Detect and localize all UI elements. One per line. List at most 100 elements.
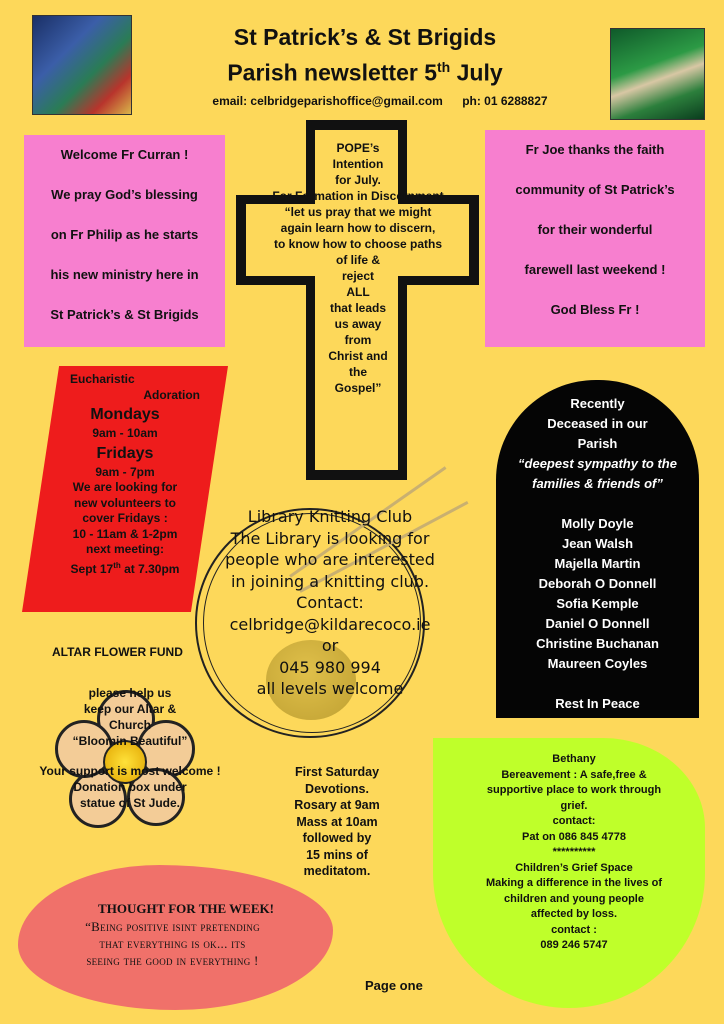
deceased-heading: Parish — [577, 436, 618, 451]
thought-panel — [18, 865, 333, 1010]
thanks-line: farewell last weekend ! — [524, 262, 666, 277]
deceased-panel: Recently Deceased in our Parish “deepest… — [496, 380, 699, 718]
pope-line: Gospel” — [334, 381, 382, 395]
knitting-club-text: Library Knitting Club The Library is loo… — [200, 506, 460, 700]
bethany-line: Children’s Grief Space — [515, 861, 633, 874]
email-text: email: celbridgeparishoffice@gmail.com — [212, 94, 443, 108]
support-line: Your support is most welcome ! — [39, 764, 221, 778]
welcome-line: We pray God’s blessing — [51, 187, 198, 202]
adoration-day: Mondays — [90, 406, 160, 423]
adoration-line: next meeting: — [85, 542, 164, 556]
adoration-line: new volunteers to — [73, 495, 177, 510]
pope-line: again learn how to discern, — [280, 221, 436, 235]
quote-line: seeing the good in everything ! — [86, 953, 259, 968]
pope-line: “let us pray that we might — [284, 205, 432, 219]
adoration-time: 9am - 7pm — [95, 464, 155, 479]
deceased-heading: Recently — [570, 396, 625, 411]
yarn-ball-icon — [266, 640, 356, 720]
flower-fund-text: please help us keep our Altar & Church “… — [20, 685, 240, 811]
pope-line: from — [344, 333, 372, 347]
rest-in-peace: Rest In Peace — [555, 696, 640, 711]
deceased-name: Molly Doyle — [561, 516, 634, 531]
flower-line: “Bloomin Beautiful” — [72, 734, 188, 748]
bethany-panel — [433, 738, 705, 1008]
pope-line: us away — [334, 317, 382, 331]
knitting-line: or — [321, 636, 339, 655]
saturday-line: Mass at 10am — [296, 814, 378, 829]
cross-inner — [315, 130, 398, 470]
thanks-line: Fr Joe thanks the faith — [525, 142, 665, 157]
adoration-line: 10 - 11am & 1-2pm — [72, 526, 178, 541]
pope-line: For Formation in Discernment — [272, 189, 444, 203]
pope-line: that leads — [329, 301, 386, 315]
title-line-2: Parish newsletter 5th July — [227, 59, 503, 86]
bethany-line: Making a difference in the lives of — [485, 877, 663, 889]
first-saturday-text: First Saturday Devotions. Rosary at 9am … — [282, 764, 392, 880]
pope-line: of life & — [336, 253, 380, 267]
adoration-line: cover Fridays : — [82, 511, 168, 525]
deceased-name: Jean Walsh — [561, 536, 634, 551]
contact-line: email: celbridgeparishoffice@gmail.com p… — [170, 94, 590, 108]
adoration-panel — [22, 366, 228, 612]
saturday-line: followed by — [302, 831, 372, 845]
thanks-line: for their wonderful — [537, 222, 653, 237]
sympathy-line: “deepest sympathy to the — [518, 456, 677, 471]
adoration-line: Adoration — [143, 387, 200, 402]
adoration-line: Eucharistic — [70, 372, 135, 386]
pope-line: Intention — [332, 157, 384, 171]
quote-line: that everything is ok... its — [99, 936, 246, 951]
thought-title: THOUGHT FOR THE WEEK! — [98, 901, 274, 916]
bethany-line: Bethany — [552, 753, 596, 765]
pope-line: to know how to choose paths — [274, 237, 442, 251]
cross-arm-inner — [246, 204, 469, 276]
page-title: St Patrick’s & St Brigids Parish newslet… — [150, 22, 580, 88]
page-number: Page one — [365, 978, 423, 993]
adoration-day: Fridays — [96, 444, 154, 462]
phone-text: ph: 01 6288827 — [462, 94, 548, 108]
saturday-line: 15 mins of — [306, 847, 368, 862]
pope-line: Christ and — [328, 349, 388, 363]
knitting-line: people who are interested — [225, 550, 435, 569]
pope-line: ALL — [346, 285, 370, 299]
deceased-name: Sofia Kemple — [556, 596, 639, 611]
knitting-phone: 045 980 994 — [279, 657, 381, 677]
flower-line: please help us — [88, 686, 172, 700]
knitting-line: in joining a knitting club. — [230, 571, 430, 591]
adoration-line: Sept 17th at 7.30pm — [70, 560, 180, 576]
deceased-name: Christine Buchanan — [536, 636, 659, 651]
yarn-loop — [195, 508, 425, 738]
deceased-name: Deborah O Donnell — [538, 576, 657, 591]
yarn-loop — [203, 513, 421, 733]
welcome-box: Welcome Fr Curran ! We pray God’s blessi… — [24, 135, 225, 347]
pope-line: the — [349, 365, 367, 379]
bethany-line: children and young people — [504, 892, 644, 905]
stained-glass-image — [32, 15, 132, 115]
knitting-line: Library Knitting Club — [247, 507, 413, 526]
adoration-text: Eucharistic Adoration Mondays 9am - 10am… — [40, 372, 210, 577]
pope-intention: POPE’s Intention for July. For Formation… — [238, 140, 478, 396]
support-line: statue of St Jude. — [79, 796, 180, 810]
st-patrick-image — [610, 28, 705, 120]
saturday-line: Rosary at 9am — [294, 798, 380, 812]
bethany-line: ********** — [552, 846, 596, 858]
flower-center-icon — [103, 740, 147, 784]
pope-line: POPE’s — [336, 141, 380, 155]
thanks-box: Fr Joe thanks the faith community of St … — [485, 130, 705, 347]
pope-line: reject — [341, 269, 375, 283]
bethany-line: 089 246 5747 — [540, 939, 608, 951]
knitting-line: The Library is looking for — [230, 528, 430, 548]
bethany-line: supportive place to work through — [486, 784, 662, 796]
thanks-line: God Bless Fr ! — [550, 302, 640, 317]
sympathy-line: families & friends of” — [532, 476, 663, 491]
bethany-line: Bereavement : A safe,free & — [501, 768, 647, 781]
deceased-name: Maureen Coyles — [547, 656, 648, 671]
thought-quote: “Being positive isint pretending that ev… — [25, 918, 320, 969]
bethany-line: affected by loss. — [530, 908, 618, 920]
bethany-line: contact: — [552, 815, 596, 827]
knitting-line: all levels welcome — [256, 679, 404, 698]
adoration-time: 9am - 10am — [92, 426, 158, 440]
knitting-line: Contact: — [296, 593, 364, 612]
saturday-line: First Saturday — [294, 765, 380, 779]
quote-line: “Being positive isint pretending — [85, 919, 260, 934]
welcome-line: Welcome Fr Curran ! — [60, 147, 189, 162]
